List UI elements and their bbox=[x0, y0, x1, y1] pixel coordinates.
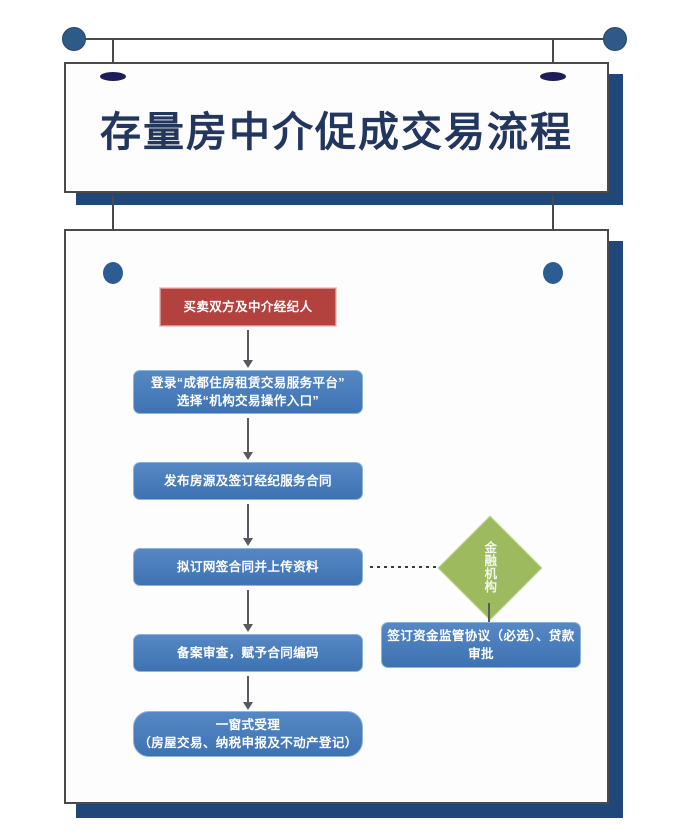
hanger-rail bbox=[76, 38, 617, 40]
title-panel bbox=[64, 62, 609, 193]
node-one-window-label: 一窗式受理 （房屋交易、纳税申报及不动产登记） bbox=[138, 717, 358, 750]
pin-right-icon bbox=[540, 72, 566, 81]
node-financial-institution-label: 金融机构 bbox=[482, 541, 497, 593]
pin-left-icon bbox=[100, 72, 126, 81]
node-one-window[interactable]: 一窗式受理 （房屋交易、纳税申报及不动产登记） bbox=[133, 711, 363, 757]
hanger-drop-line-right bbox=[552, 38, 554, 77]
connector-5-line bbox=[247, 676, 249, 704]
page-title: 存量房中介促成交易流程 bbox=[100, 107, 573, 156]
node-login-platform[interactable]: 登录“成都住房租赁交易服务平台” 选择“机构交易操作入口” bbox=[133, 370, 363, 414]
flow-panel bbox=[64, 229, 609, 804]
connector-4-arrowhead-icon bbox=[243, 624, 253, 632]
node-participants-label: 买卖双方及中介经纪人 bbox=[183, 299, 313, 314]
hanging-ball-left-icon bbox=[103, 262, 123, 284]
node-participants[interactable]: 买卖双方及中介经纪人 bbox=[160, 288, 336, 326]
connector-3-line bbox=[247, 504, 249, 540]
title-panel-shadow-bottom bbox=[76, 193, 623, 205]
hanger-drop-line-left bbox=[112, 38, 114, 77]
connector-2-arrowhead-icon bbox=[243, 452, 253, 460]
node-record-review[interactable]: 备案审查，赋予合同编码 bbox=[133, 634, 363, 672]
flow-panel-shadow-right bbox=[609, 241, 623, 816]
node-login-platform-label: 登录“成都住房租赁交易服务平台” 选择“机构交易操作入口” bbox=[151, 375, 345, 408]
connector-4-line bbox=[247, 590, 249, 626]
node-draft-contract-label: 拟订网签合同并上传资料 bbox=[177, 559, 319, 574]
node-publish-listing[interactable]: 发布房源及签订经纪服务合同 bbox=[133, 462, 363, 500]
connector-2-line bbox=[247, 418, 249, 454]
hanging-ball-right-icon bbox=[543, 262, 563, 284]
node-publish-listing-label: 发布房源及签订经纪服务合同 bbox=[164, 473, 332, 488]
node-record-review-label: 备案审查，赋予合同编码 bbox=[177, 645, 319, 660]
node-fund-supervision-label: 签订资金监管协议（必选）、贷款 审批 bbox=[387, 628, 575, 661]
connector-3-arrowhead-icon bbox=[243, 538, 253, 546]
title-panel-shadow-right bbox=[609, 74, 623, 205]
hanger-knob-right-icon bbox=[603, 27, 627, 51]
flow-panel-shadow-bottom bbox=[76, 804, 623, 818]
node-draft-contract[interactable]: 拟订网签合同并上传资料 bbox=[133, 548, 363, 586]
hanger-knob-left-icon bbox=[62, 27, 86, 51]
connector-1-arrowhead-icon bbox=[243, 360, 253, 368]
connector-1-line bbox=[247, 330, 249, 362]
node-fund-supervision[interactable]: 签订资金监管协议（必选）、贷款 审批 bbox=[381, 622, 581, 668]
connector-6-line bbox=[488, 603, 490, 626]
connector-branch-dotted-line bbox=[370, 566, 444, 568]
connector-5-arrowhead-icon bbox=[243, 702, 253, 710]
